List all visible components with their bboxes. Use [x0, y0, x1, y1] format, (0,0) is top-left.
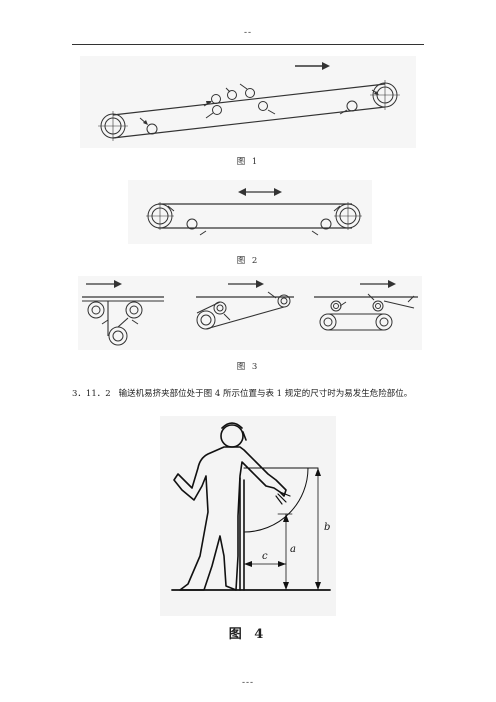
dimension-label-a: a: [290, 544, 296, 555]
figure-3: [78, 276, 422, 350]
section-text: 输送机易挤夹部位处于图 4 所示位置与表 1 规定的尺寸时为易发生危险部位。: [118, 389, 413, 399]
figure-2-caption: 图 2: [236, 256, 260, 266]
figure-4: b a c: [160, 416, 336, 616]
figure-1: [80, 56, 416, 148]
dimension-label-c: c: [262, 551, 268, 562]
figure-1-caption: 图 1: [236, 157, 260, 167]
section-paragraph: 3．11．2 输送机易挤夹部位处于图 4 所示位置与表 1 规定的尺寸时为易发生危…: [72, 387, 432, 399]
figure-2: [128, 180, 372, 244]
section-number: 3．11．2: [72, 389, 111, 399]
footer-mark: ---: [241, 678, 255, 688]
figure-4-caption: 图 4: [228, 627, 268, 642]
header-mark: --: [243, 28, 253, 38]
figure-3-drawing: [82, 280, 418, 346]
figure-4-drawing: b a c: [171, 422, 331, 591]
dimension-label-b: b: [324, 522, 330, 533]
figure-2-drawing: [146, 188, 362, 236]
header-rule: [72, 44, 424, 45]
figure-1-drawing: [98, 62, 400, 141]
figure-3-caption: 图 3: [236, 362, 260, 372]
